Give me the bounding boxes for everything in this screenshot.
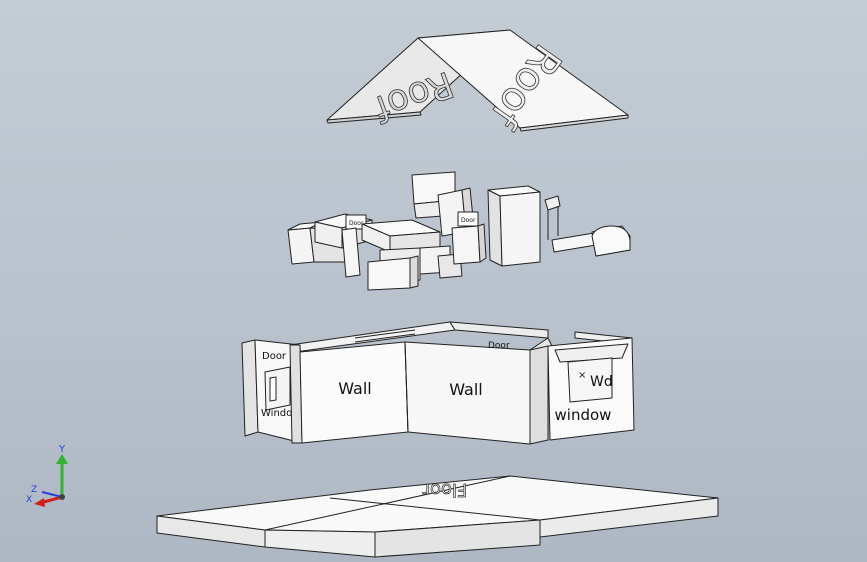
z-axis-line bbox=[41, 491, 63, 498]
wall-label-1: Wall bbox=[338, 379, 372, 398]
dining-set[interactable] bbox=[341, 219, 463, 291]
wall-window-label-right: window bbox=[555, 406, 612, 424]
bed[interactable] bbox=[544, 195, 631, 257]
triad-x-label: X bbox=[26, 495, 32, 505]
x-axis-arrow-icon bbox=[34, 498, 45, 507]
door-box-label-1: Door bbox=[349, 220, 364, 227]
triad-origin bbox=[59, 494, 65, 500]
chair-block[interactable] bbox=[451, 223, 487, 265]
roof-part[interactable]: Roof Roof bbox=[326, 29, 629, 136]
wall-door-label-back: Door bbox=[488, 341, 510, 351]
floor-part[interactable]: Floor bbox=[156, 475, 719, 558]
y-axis-arrow-icon bbox=[56, 454, 68, 464]
wall-x-mark: × bbox=[578, 370, 586, 381]
triad-z-label: Z bbox=[31, 485, 37, 495]
wall-wd-label: Wd bbox=[590, 374, 613, 390]
axis-triad: Y Z X bbox=[26, 444, 68, 507]
door-box-label-2: Door bbox=[461, 217, 476, 224]
wall-door-label-left: Door bbox=[262, 351, 287, 362]
furniture-group[interactable]: Door Door bbox=[287, 171, 631, 291]
wall-window-label-left: Window bbox=[261, 408, 300, 419]
wardrobe[interactable] bbox=[487, 185, 541, 267]
wall-label-2: Wall bbox=[449, 380, 483, 399]
door-box-2[interactable]: Door bbox=[457, 211, 479, 227]
floor-label: Floor bbox=[422, 479, 467, 500]
walls-part[interactable]: Door Window Wall Wall Door × Wd window bbox=[241, 321, 635, 445]
triad-y-label: Y bbox=[58, 444, 66, 455]
